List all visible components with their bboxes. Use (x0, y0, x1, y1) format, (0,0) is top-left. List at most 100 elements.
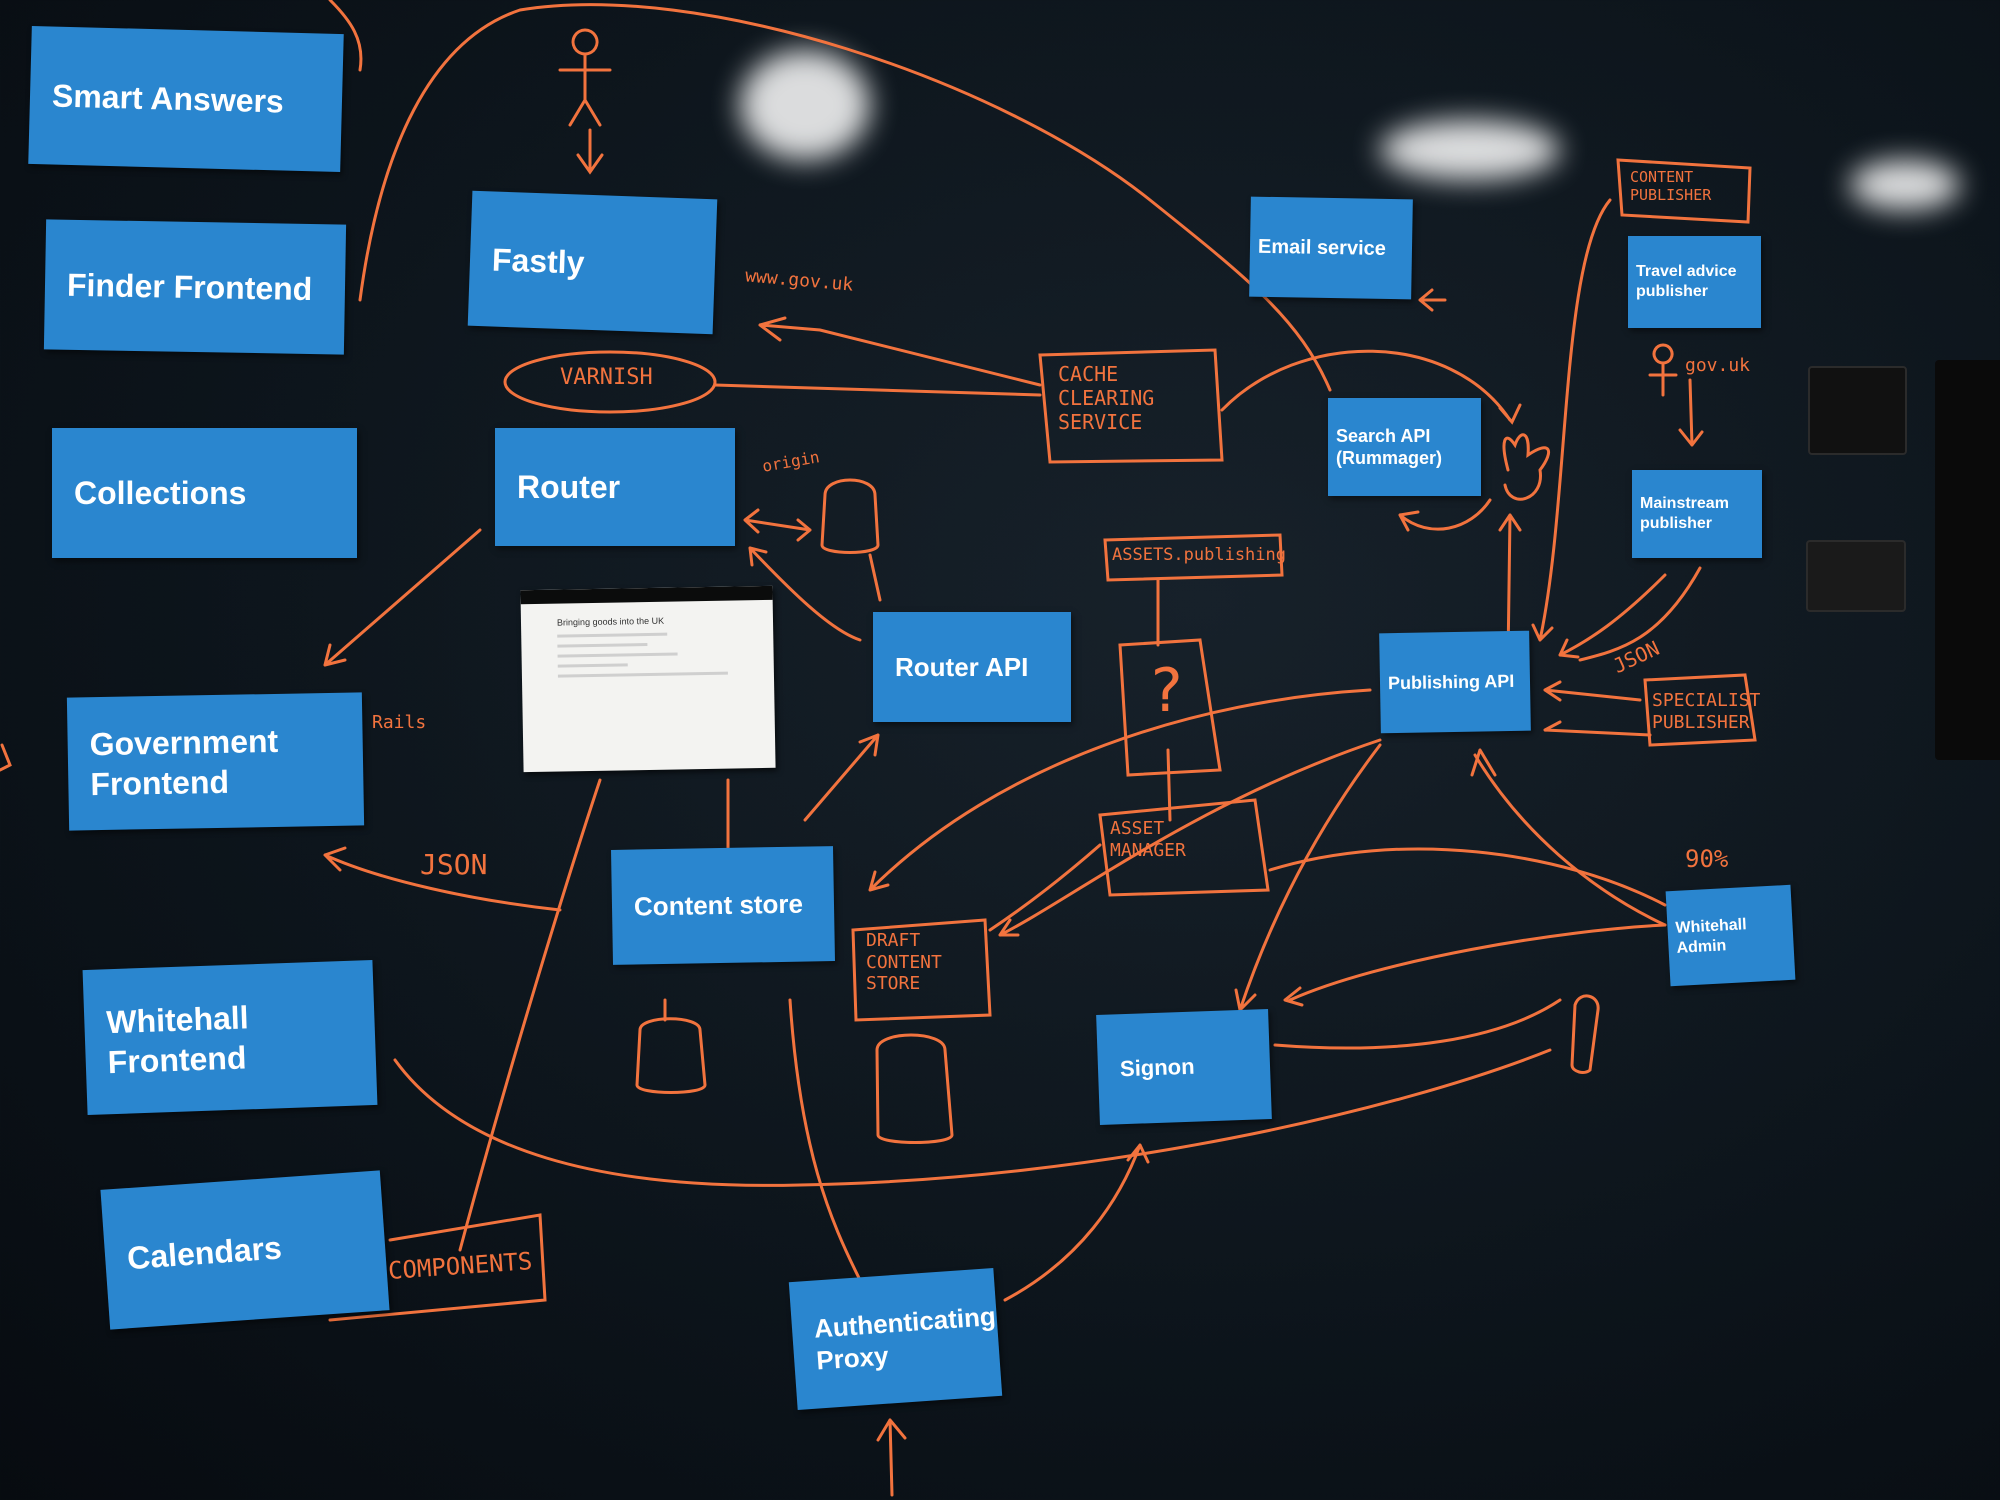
chalk-arrow (1470, 748, 1497, 777)
light-glare (740, 50, 870, 160)
chalk-arrow (803, 733, 880, 822)
chalk-arrow (323, 528, 482, 667)
card-label: Fastly (491, 241, 586, 281)
card-label: Router (517, 469, 621, 505)
note-varnish: VARNISH (560, 365, 653, 390)
chalk-arrow (1273, 998, 1562, 1050)
gov-uk-figure-icon (1648, 343, 1678, 397)
card-authenticating-proxy: Authenticating Proxy (788, 1268, 1003, 1410)
wall-speaker-device (1808, 366, 1907, 455)
printout-title: Bringing goods into the UK (556, 615, 665, 628)
card-mainstream-publisher: Mainstream publisher (1632, 470, 1762, 558)
assets-publishing-box (1103, 533, 1284, 582)
light-glare (1380, 120, 1560, 180)
chalk-arrow (868, 688, 1372, 892)
wall-screen-edge (1935, 360, 2000, 760)
chalk-arrow (1558, 573, 1667, 659)
card-whitehall-admin: Whitehall Admin (1665, 884, 1796, 987)
content-publisher-box (1616, 158, 1752, 224)
card-label: Travel advice publisher (1636, 263, 1737, 300)
note-content-publisher: CONTENT PUBLISHER (1630, 168, 1712, 204)
note-question: ? (1148, 656, 1185, 726)
card-search-api: Search API (Rummager) (1328, 398, 1481, 496)
asset-manager-box (1098, 798, 1270, 897)
chalk-arrow (1678, 378, 1704, 447)
chalk-arrow (743, 508, 812, 542)
varnish-ellipse (503, 350, 717, 414)
wall-basket (1806, 540, 1906, 612)
card-label: Search API (Rummager) (1336, 425, 1443, 469)
chalk-arrow (1578, 566, 1702, 662)
gov-uk-printout: Bringing goods into the UK (520, 585, 776, 773)
specialist-publisher-box (1643, 673, 1757, 747)
chalk-arrow (358, 3, 1332, 392)
chalk-arrow (393, 1048, 1552, 1187)
note-rails: Rails (372, 712, 427, 733)
draft-db-icon (875, 1033, 954, 1144)
printout-line (557, 663, 628, 668)
card-label: Publishing API (1387, 670, 1515, 693)
printout-line (557, 643, 648, 648)
printout-line (557, 652, 678, 658)
chalk-arrow (998, 738, 1382, 937)
chalk-arrow (458, 778, 602, 1252)
card-publishing-api: Publishing API (1379, 630, 1531, 734)
chalk-arrow (713, 383, 1042, 397)
origin-db-icon (820, 478, 880, 554)
card-label: Mainstream publisher (1640, 495, 1729, 532)
printout-line (557, 671, 728, 678)
card-travel-advice-publisher: Travel advice publisher (1628, 236, 1761, 328)
card-label: Authenticating Proxy (812, 1300, 997, 1376)
card-whitehall-frontend: Whitehall Frontend (82, 959, 378, 1116)
card-calendars: Calendars (100, 1170, 390, 1330)
light-glare (1850, 160, 1960, 210)
chalk-arrow (1473, 753, 1667, 927)
note-assets-publishing: ASSETS.publishing (1112, 545, 1286, 565)
card-fastly: Fastly (467, 190, 718, 335)
chalk-arrow (758, 316, 1042, 387)
components-box (328, 1213, 547, 1322)
card-label: Content store (633, 888, 804, 922)
note-gov-uk-small: gov.uk (1685, 355, 1751, 376)
card-label: Signon (1119, 1053, 1195, 1082)
card-label: Whitehall Admin (1675, 915, 1747, 957)
draft-content-store-box (851, 918, 992, 1022)
chalk-arrow (1543, 680, 1652, 737)
card-label: Whitehall Frontend (105, 998, 250, 1080)
chalk-arrow (1234, 743, 1382, 1012)
card-label: Calendars (126, 1229, 283, 1277)
card-collections: Collections (52, 428, 357, 558)
card-label: Finder Frontend (66, 266, 313, 308)
card-label: Smart Answers (51, 77, 285, 120)
chalk-arrow (876, 1418, 907, 1497)
chalk-arrow (1268, 847, 1667, 907)
chalk-arrow (748, 546, 862, 642)
user-figure-icon (558, 28, 612, 175)
card-router: Router (495, 428, 735, 546)
note-percent: 90% (1685, 845, 1729, 873)
chalk-arrow (988, 843, 1102, 932)
cache-clearing-box (1038, 348, 1224, 464)
rabbit-icon (1502, 433, 1551, 501)
card-government-frontend: Government Frontend (66, 692, 365, 831)
card-label: Government Frontend (89, 722, 279, 802)
card-router-api: Router API (873, 612, 1071, 722)
chalk-arrow (1418, 288, 1447, 312)
chalk-arrow (1531, 198, 1612, 642)
chalk-arrow (788, 998, 862, 1282)
note-json-left: JSON (420, 848, 488, 881)
chalk-arrow (1220, 349, 1522, 425)
note-draft-content-store: DRAFT CONTENT STORE (866, 930, 942, 995)
chalk-arrow (323, 846, 562, 912)
card-label: Router API (895, 651, 1029, 682)
chalk-arrow (1283, 923, 1667, 1007)
note-asset-manager: ASSET MANAGER (1110, 818, 1186, 861)
chalk-arrow (1003, 1143, 1150, 1302)
chalk-arrow (1398, 498, 1492, 532)
question-box (1118, 638, 1222, 777)
chalk-arrow (868, 553, 882, 602)
chalk-arrow (0, 743, 12, 772)
card-smart-answers: Smart Answers (28, 25, 344, 173)
content-db-icon (635, 1017, 707, 1094)
